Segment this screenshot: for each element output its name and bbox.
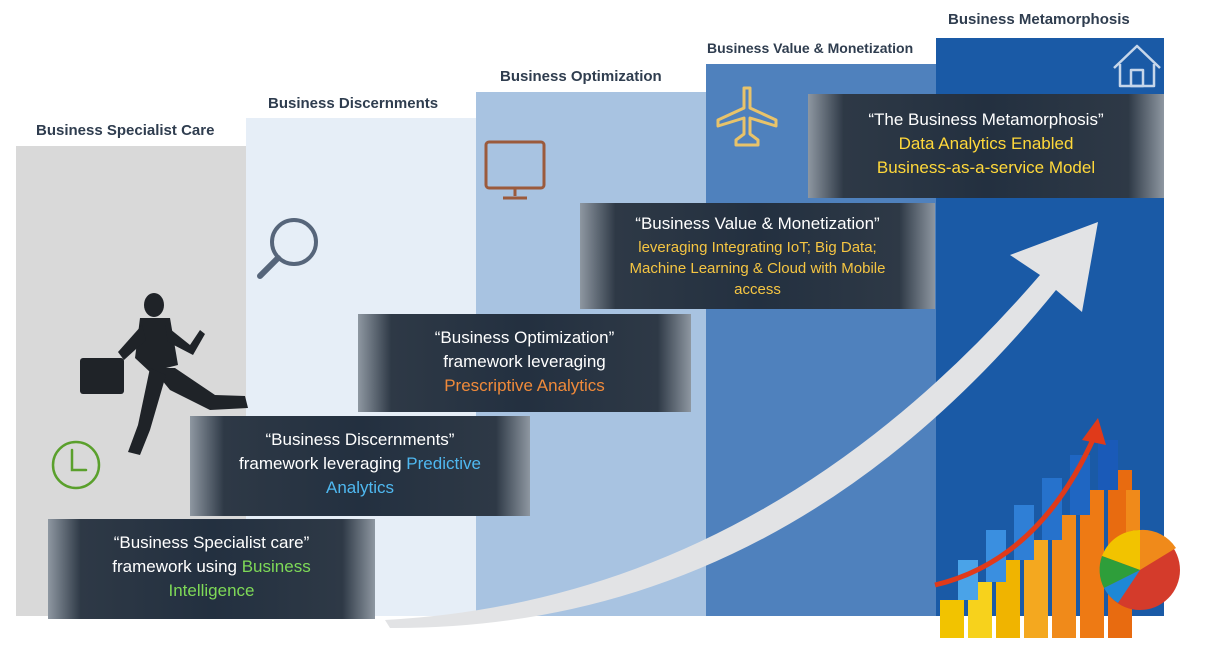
box-highlight: Business [241,557,311,576]
growth-arrow-icon [385,222,1098,629]
box-highlight: Prescriptive Analytics [444,376,605,395]
stage-label-4: Business Value & Monetization [707,40,914,56]
box-text: framework leveraging [239,454,407,473]
box-title: “Business Optimization” [434,328,615,347]
box-title: “The Business Metamorphosis” [868,110,1104,129]
stage-label-2: Business Discernments [268,95,439,112]
stage-label-3: Business Optimization [500,68,662,85]
box-highlight: Analytics [325,478,395,497]
box-title: “Business Discernments” [265,430,455,449]
box-title: “Business Value & Monetization” [635,214,880,233]
box-line: Business-as-a-service Model [876,158,1096,177]
stage-box-business-value-monetization: “Business Value & Monetization” leveragi… [580,203,935,309]
box-line: Machine Learning & Cloud with Mobile [629,260,886,277]
stage-box-business-optimization: “Business Optimization” framework levera… [358,314,691,412]
stage-label-5: Business Metamorphosis [948,11,1130,28]
stage-label-1: Business Specialist Care [36,122,215,139]
box-line: Data Analytics Enabled [898,134,1074,153]
magnifier-icon [257,218,318,279]
box-highlight: Predictive [406,454,481,473]
house-icon [1113,44,1161,88]
box-line: leveraging Integrating IoT; Big Data; [638,239,877,256]
box-line: access [734,281,781,298]
box-title: “Business Specialist care” [113,533,310,552]
pie-chart-icon [1099,529,1180,610]
monitor-icon [484,140,546,200]
businessman-icon [80,293,248,455]
stage-box-business-metamorphosis: “The Business Metamorphosis” Data Analyt… [808,94,1164,198]
bar-chart-icon [934,418,1140,638]
stage-box-business-specialist-care: “Business Specialist care” framework usi… [48,519,375,619]
stage-box-business-discernments: “Business Discernments” framework levera… [190,416,530,516]
box-text: framework using [112,557,242,576]
box-text: framework leveraging [443,352,606,371]
clock-icon [51,440,101,490]
airplane-icon [716,86,778,147]
box-highlight: Intelligence [168,581,255,600]
